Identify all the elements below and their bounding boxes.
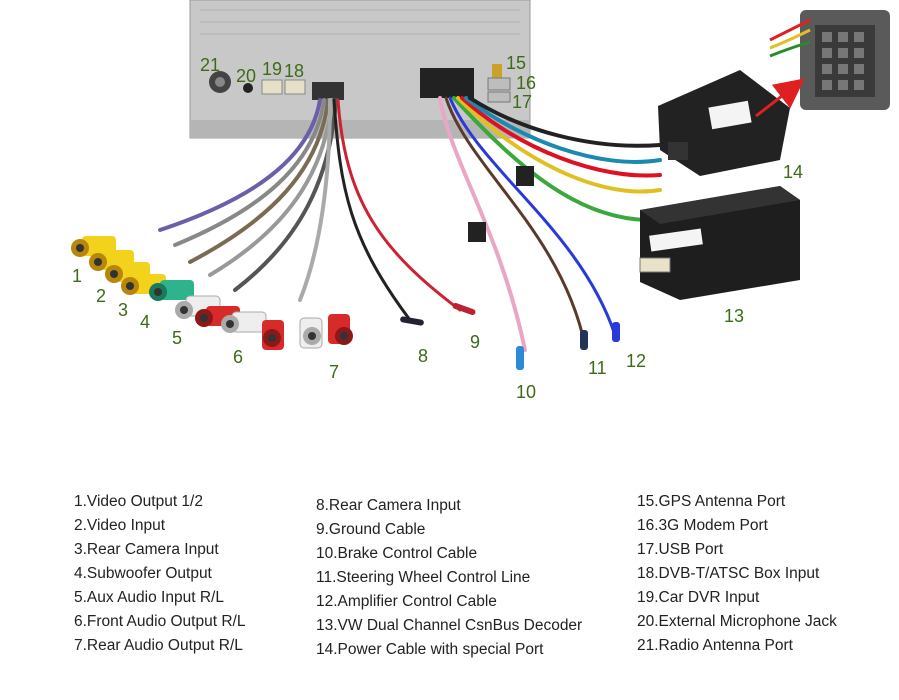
legend-item: 10.Brake Control Cable bbox=[316, 545, 478, 562]
legend-item: 1.Video Output 1/2 bbox=[74, 493, 203, 510]
legend-item: 18.DVB-T/ATSC Box Input bbox=[637, 565, 820, 582]
legend-column-1: 1.Video Output 1/2 2.Video Input 3.Rear … bbox=[74, 490, 245, 658]
callout-11: 11 bbox=[588, 358, 607, 378]
dvr-input-port bbox=[261, 79, 283, 95]
rca-rear-audio-right bbox=[262, 320, 284, 350]
callout-8: 8 bbox=[418, 346, 429, 366]
legend-item: 5.Aux Audio Input R/L bbox=[74, 589, 224, 606]
head-unit-chassis bbox=[189, 0, 531, 139]
callout-14: 14 bbox=[783, 162, 804, 182]
legend-item: 15.GPS Antenna Port bbox=[637, 493, 786, 510]
harness-connector-right bbox=[420, 68, 474, 98]
callout-7: 7 bbox=[329, 362, 340, 382]
legend-item: 7.Rear Audio Output R/L bbox=[74, 637, 243, 654]
legend-item: 14.Power Cable with special Port bbox=[316, 641, 544, 658]
legend-item: 19.Car DVR Input bbox=[637, 589, 760, 606]
power-cable-connector bbox=[658, 70, 790, 176]
rca-rear-audio-right-2 bbox=[328, 314, 353, 345]
legend-item: 12.Amplifier Control Cable bbox=[316, 593, 497, 610]
csnbus-decoder-box bbox=[639, 186, 800, 300]
cable-bundle-left bbox=[158, 98, 462, 322]
legend-item: 11.Steering Wheel Control Line bbox=[316, 569, 531, 586]
inset-plug-closeup bbox=[769, 10, 890, 110]
legend-item: 3.Rear Camera Input bbox=[74, 541, 219, 558]
callout-17: 17 bbox=[512, 92, 533, 112]
callout-10: 10 bbox=[516, 382, 537, 402]
callout-21: 21 bbox=[200, 55, 221, 75]
harness-connector-left bbox=[312, 82, 344, 100]
callout-6: 6 bbox=[233, 347, 244, 367]
legend-item: 9.Ground Cable bbox=[316, 521, 426, 538]
dvb-input-port bbox=[284, 79, 306, 95]
callout-arrow bbox=[755, 78, 805, 118]
wire-tips bbox=[400, 166, 620, 370]
legend-item: 17.USB Port bbox=[637, 541, 724, 558]
callout-19: 19 bbox=[262, 59, 283, 79]
legend-item: 13.VW Dual Channel CsnBus Decoder bbox=[316, 617, 583, 634]
legend-column-3: 15.GPS Antenna Port 16.3G Modem Port 17.… bbox=[637, 490, 837, 658]
legend-item: 16.3G Modem Port bbox=[637, 517, 768, 534]
gps-antenna-port bbox=[492, 64, 502, 78]
callout-1: 1 bbox=[72, 266, 83, 286]
rca-front-audio-left bbox=[221, 311, 267, 333]
legend-item: 4.Subwoofer Output bbox=[74, 565, 212, 582]
rca-rear-audio-left bbox=[299, 317, 323, 349]
legend-item: 21.Radio Antenna Port bbox=[637, 637, 793, 654]
wiring-harness-diagram bbox=[71, 0, 890, 370]
callout-16: 16 bbox=[516, 73, 537, 93]
legend-column-2: 8.Rear Camera Input 9.Ground Cable 10.Br… bbox=[316, 494, 582, 662]
modem-port bbox=[487, 77, 511, 91]
callout-2: 2 bbox=[96, 286, 107, 306]
legend-item: 8.Rear Camera Input bbox=[316, 497, 461, 514]
callout-5: 5 bbox=[172, 328, 183, 348]
microphone-jack bbox=[243, 83, 253, 93]
callout-13: 13 bbox=[724, 306, 745, 326]
legend-item: 20.External Microphone Jack bbox=[637, 613, 837, 630]
callout-3: 3 bbox=[118, 300, 129, 320]
callout-9: 9 bbox=[470, 332, 481, 352]
callout-18: 18 bbox=[284, 61, 305, 81]
callout-4: 4 bbox=[140, 312, 151, 332]
usb-port bbox=[487, 91, 511, 103]
legend-item: 2.Video Input bbox=[74, 517, 166, 534]
rca-connectors bbox=[71, 236, 353, 350]
cable-bundle-right bbox=[438, 96, 662, 352]
callout-12: 12 bbox=[626, 351, 647, 371]
legend-item: 6.Front Audio Output R/L bbox=[74, 613, 246, 630]
callout-20: 20 bbox=[236, 66, 257, 86]
rca-subwoofer-output bbox=[149, 280, 194, 301]
callout-15: 15 bbox=[506, 53, 527, 73]
